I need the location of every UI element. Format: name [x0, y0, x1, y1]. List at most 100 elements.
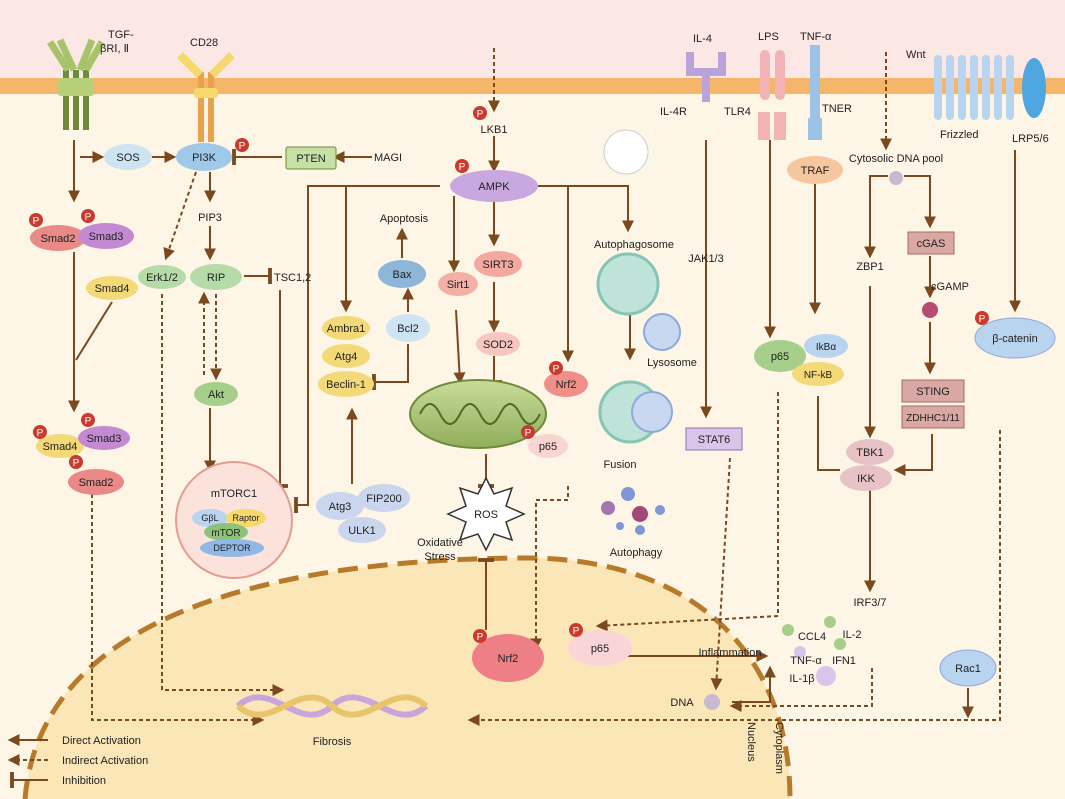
phospho-badge: [69, 455, 83, 469]
smad4-complex-node: [36, 434, 84, 458]
inflammation-label: Inflammation: [699, 647, 762, 659]
p65-mito-label: p65: [539, 441, 557, 453]
smad4-label: Smad4: [95, 283, 130, 295]
autophagy-icon: [601, 487, 665, 535]
ikk-label: IKK: [857, 473, 875, 485]
ampk-label: AMPK: [478, 181, 510, 193]
cgas-node: [907, 231, 955, 255]
erk12-node: [138, 265, 186, 289]
smad4-node: [86, 276, 138, 300]
pten-node: [285, 146, 337, 170]
akt-label: Akt: [208, 389, 224, 401]
phospho-badge: [569, 623, 583, 637]
p65-nuclear-label: p65: [591, 643, 609, 655]
rac1-node: [939, 649, 997, 687]
nrf2-label: Nrf2: [556, 379, 577, 391]
mitochondrion-icon: [409, 379, 547, 449]
phospho-label: P: [33, 216, 40, 227]
ulk1-node: [338, 517, 386, 543]
pi3k-node: [176, 143, 232, 171]
sod2-node: [476, 332, 520, 356]
tnfr-receptor-icon: [808, 45, 822, 140]
nrf2-nuclear-label: Nrf2: [498, 653, 519, 665]
tlr4-label: TLR4: [724, 106, 751, 118]
cell-membrane: [0, 78, 1065, 94]
il1b-label: IL-1β: [789, 673, 814, 685]
atg4-label: Atg4: [335, 351, 358, 363]
jak13-label: JAK1/3: [688, 253, 723, 265]
phospho-label: P: [477, 109, 484, 120]
traf-node: [787, 156, 843, 184]
lysosome-icon: [643, 313, 681, 351]
sod2-label: SOD2: [483, 339, 513, 351]
p65-mito-node: [528, 434, 568, 458]
il4r-label: IL-4R: [660, 106, 687, 118]
legend-direct-label: Direct Activation: [62, 735, 141, 747]
rip-label: RIP: [207, 272, 225, 284]
bcatenin-node: [974, 317, 1056, 359]
tgfbr-label-line2: βRⅠ, Ⅱ: [100, 43, 129, 55]
cgas-label: cGAS: [917, 238, 946, 250]
phagophore-icon: [603, 129, 649, 175]
phospho-badge: [473, 106, 487, 120]
phospho-label: P: [73, 458, 80, 469]
p65-nuclear-node: [568, 630, 632, 666]
raptor-label: Raptor: [232, 513, 259, 523]
wnt-label: Wnt: [906, 49, 926, 61]
cytosolic-dna-label: Cytosolic DNA pool: [849, 153, 943, 165]
fip200-label: FIP200: [366, 493, 401, 505]
legend-inhibition-label: Inhibition: [62, 775, 106, 787]
phospho-label: P: [525, 428, 532, 439]
dna-label: DNA: [670, 697, 694, 709]
mtor-node: [204, 523, 248, 541]
autophagosome-icon: [596, 252, 660, 316]
ikba-node: [804, 334, 848, 358]
apoptosis-label: Apoptosis: [380, 213, 429, 225]
fibrosis-label: Fibrosis: [313, 736, 352, 748]
phospho-badge: [29, 213, 43, 227]
atg4-node: [322, 344, 370, 368]
tgfbr-receptor-icon: [47, 38, 106, 130]
rac1-label: Rac1: [955, 663, 981, 675]
smad3-complex-node: [78, 426, 130, 450]
autophagy-label: Autophagy: [610, 547, 663, 559]
phospho-label: P: [85, 416, 92, 427]
sirt1-label: Sirt1: [447, 279, 470, 291]
bax-label: Bax: [393, 269, 412, 281]
phospho-label: P: [37, 428, 44, 439]
phospho-label: P: [459, 162, 466, 173]
lps-label: LPS: [758, 31, 779, 43]
pi3k-label: PI3K: [192, 152, 217, 164]
nucleus-region: [25, 557, 790, 799]
beclin1-label: Beclin-1: [326, 379, 366, 391]
sos-label: SOS: [116, 152, 139, 164]
lrp56-icon: [1022, 58, 1046, 118]
dna-pool-icon: [889, 171, 903, 185]
sirt3-node: [474, 251, 522, 277]
oxidative-stress-label: Oxidative: [417, 537, 463, 549]
legend: Direct Activation Indirect Activation In…: [7, 734, 148, 788]
pip3-label: PIP3: [198, 212, 222, 224]
extracellular-space: [0, 0, 1065, 78]
smad3-node: [78, 223, 134, 249]
dna-helix-icon: [235, 694, 429, 718]
ulk1-label: ULK1: [348, 525, 376, 537]
phospho-badge: [81, 209, 95, 223]
nucleus-label: Nucleus: [745, 722, 757, 762]
tgfbr-label: TGF-: [108, 29, 134, 41]
phospho-label: P: [553, 364, 560, 375]
atg3-label: Atg3: [329, 501, 352, 513]
sting-node: [901, 379, 965, 403]
fusion-label: Fusion: [603, 459, 636, 471]
zdhhc-label: ZDHHC1/11: [906, 413, 960, 424]
nfkb-label: NF-kB: [804, 370, 833, 381]
gbl-label: GβL: [201, 513, 218, 523]
mtorc1-label: mTORC1: [211, 488, 257, 500]
il4-label: IL-4: [693, 33, 712, 45]
tner-label: TNER: [822, 103, 852, 115]
deptor-node: [200, 539, 264, 557]
ifn1-label: IFN1: [832, 655, 856, 667]
smad3-complex-label: Smad3: [87, 433, 122, 445]
atg3-node: [316, 492, 364, 520]
